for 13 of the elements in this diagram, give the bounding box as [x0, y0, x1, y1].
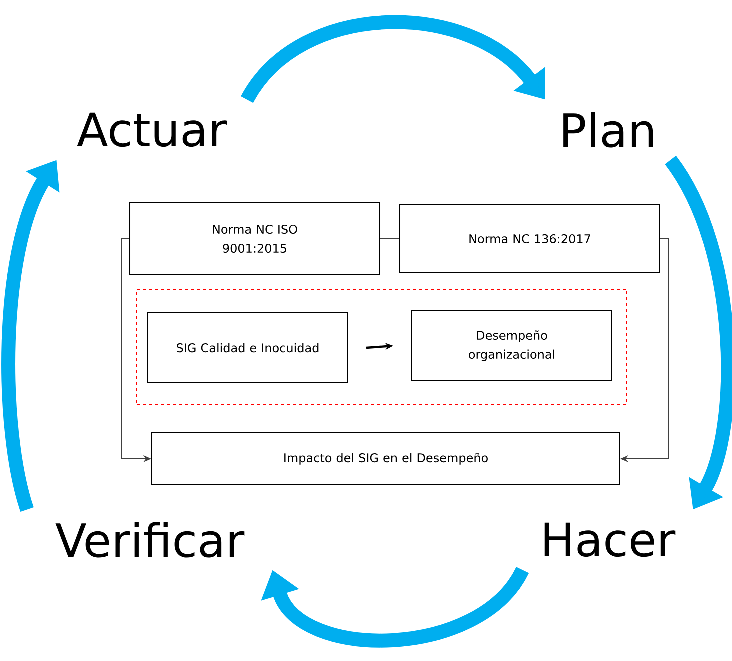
stage-label: Hacer — [544, 522, 676, 558]
curved-arrow — [261, 566, 529, 648]
stage-label: Verificar — [56, 522, 245, 558]
curved-arrow — [241, 16, 546, 104]
process-box: Norma NC ISO 9001:2015 — [130, 202, 380, 276]
process-box: Desempeño organizacional — [412, 310, 612, 382]
process-box: SIG Calidad e Inocuidad — [148, 312, 348, 384]
process-box: Norma NC 136:2017 — [400, 204, 660, 274]
stage-label: Plan — [564, 112, 654, 148]
connector-line — [380, 238, 400, 240]
dashed-frame — [136, 289, 628, 405]
stage-label: Actuar — [77, 112, 228, 148]
process-box: Impacto del SIG en el Desempeño — [152, 432, 620, 486]
